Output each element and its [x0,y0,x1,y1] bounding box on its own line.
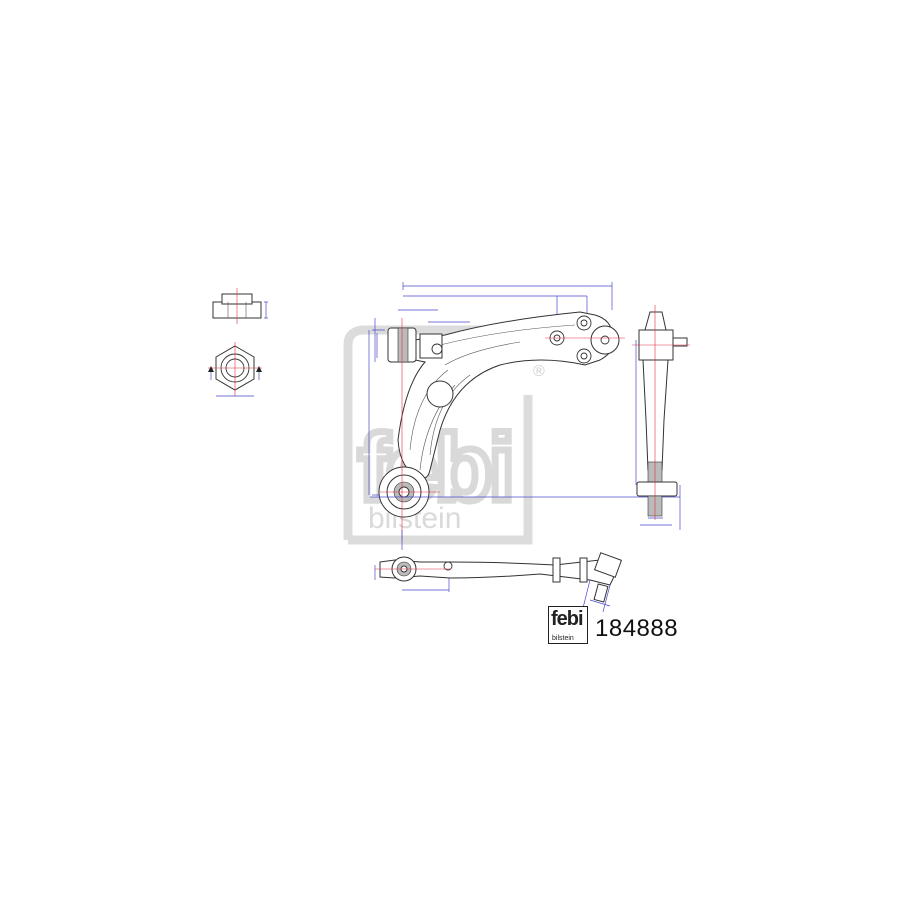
svg-text:®: ® [533,363,545,380]
logo-febi-text: febi [551,608,584,630]
arm-front-view [374,530,623,613]
arm-side-view [632,305,690,530]
arm-top-view [368,282,680,540]
part-number: 184888 [595,615,679,642]
logo-bilstein-text: bilstein [552,635,574,642]
nut-top-view [208,342,262,397]
brand-logo: febi bilstein [548,606,588,644]
nut-side-view [212,288,268,324]
